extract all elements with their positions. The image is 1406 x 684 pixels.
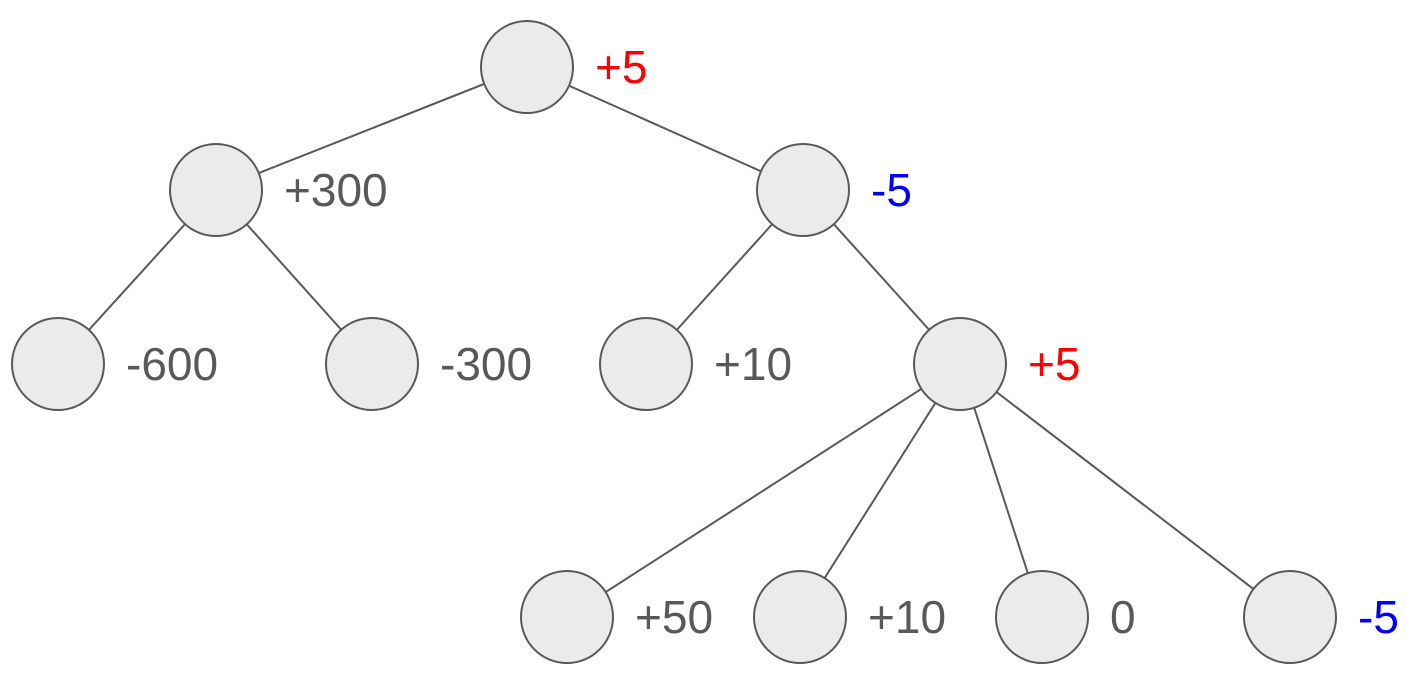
node-value-label: -600 [126,338,218,390]
node-circle [480,20,574,114]
tree-node-l1-right: -5 [756,143,912,237]
node-value-label: +5 [1028,338,1080,390]
tree-node-l2-c: +10 [599,317,792,411]
tree-node-l3-c: 0 [995,570,1136,664]
edge-root-to-l1-right [526,66,804,191]
node-circle [995,570,1089,664]
tree-node-l3-a: +50 [520,570,713,664]
node-circle [756,143,850,237]
tree-node-l3-d: -5 [1243,570,1399,664]
node-value-label: +10 [714,338,792,390]
node-value-label: 0 [1110,591,1136,643]
node-value-label: +5 [595,41,647,93]
edge-l2-d-to-l3-b [799,363,961,618]
tree-node-l2-a: -600 [11,317,218,411]
tree-node-l1-left: +300 [169,143,388,237]
node-circle [520,570,614,664]
node-circle [169,143,263,237]
node-circle [599,317,693,411]
tree-node-l3-b: +10 [753,570,946,664]
node-value-label: -300 [440,338,532,390]
tree-node-l2-d: +5 [913,317,1080,411]
tree-node-root: +5 [480,20,647,114]
edge-l2-d-to-l3-a [566,363,961,618]
node-circle [11,317,105,411]
edge-root-to-l1-left [215,66,528,191]
node-value-label: +50 [635,591,713,643]
node-circle [753,570,847,664]
node-value-label: -5 [1358,591,1399,643]
node-circle [1243,570,1337,664]
node-value-label: +300 [284,164,388,216]
node-value-label: +10 [868,591,946,643]
tree-node-l2-b: -300 [325,317,532,411]
node-circle [913,317,1007,411]
edge-l2-d-to-l3-d [959,363,1291,618]
node-circle [325,317,419,411]
nodes-layer: +5 +300 -5 -600 -300 +10 +5 +50 +10 0 -5 [11,20,1399,664]
node-value-label: -5 [871,164,912,216]
